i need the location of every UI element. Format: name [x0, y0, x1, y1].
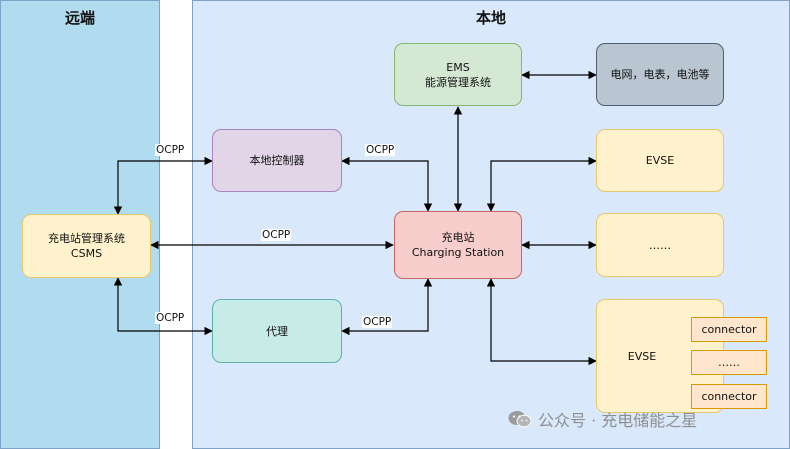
wechat-icon [508, 411, 532, 428]
ems-node: EMS 能源管理系统 [394, 43, 522, 106]
connector-box: connector [691, 317, 767, 342]
proxy-node-text: 代理 [266, 324, 288, 338]
evse-top-node-text: EVSE [645, 154, 675, 167]
evse-bottom-node-text: EVSE [627, 349, 657, 363]
edge-csms-controller [113, 156, 213, 215]
evse-middle-node-text: …… [649, 238, 671, 252]
watermark-text: 公众号 · 充电储能之星 [538, 411, 698, 430]
csms-node-line-2: CSMS [70, 247, 103, 260]
grid-meter-battery-node-text: 电网，电表，电池等 [610, 68, 710, 81]
local-zone-title: 本地 [475, 9, 506, 27]
evse-middle-node: …… [596, 213, 724, 277]
csms-node: 充电站管理系统 CSMS [22, 214, 151, 278]
local-controller-node-text: 本地控制器 [249, 154, 305, 167]
edge-label-controller-station: OCPP [365, 144, 396, 156]
connector-box: connector [691, 384, 767, 409]
proxy-node: 代理 [212, 299, 342, 363]
edge-label-csms-proxy: OCPP [155, 312, 186, 324]
grid-meter-battery-node: 电网，电表，电池等 [596, 43, 724, 106]
csms-node-line-1: 充电站管理系统 [48, 232, 125, 245]
ems-node-line-2: 能源管理系统 [425, 75, 491, 89]
charging-station-node: 充电站 Charging Station [394, 211, 522, 279]
connector-ellipsis-box: …… [691, 350, 767, 375]
edge-station-evse-bottom [486, 278, 597, 366]
edge-label-csms-controller: OCPP [155, 144, 186, 156]
edge-station-evse-top [486, 156, 597, 212]
remote-zone-title: 远端 [64, 9, 95, 27]
ems-node-line-1: EMS [446, 60, 470, 74]
evse-top-node: EVSE [596, 129, 724, 192]
edge-controller-station [341, 156, 433, 212]
edge-label-proxy-station: OCPP [362, 316, 393, 328]
charging-station-node-line-1: 充电站 [441, 231, 475, 244]
local-controller-node: 本地控制器 [212, 129, 342, 192]
edge-proxy-station [341, 278, 433, 336]
charging-station-node-line-2: Charging Station [411, 246, 505, 259]
watermark: 公众号 · 充电储能之星 [508, 407, 697, 431]
edge-csms-proxy [113, 277, 213, 336]
edge-label-csms-station: OCPP [261, 229, 292, 241]
